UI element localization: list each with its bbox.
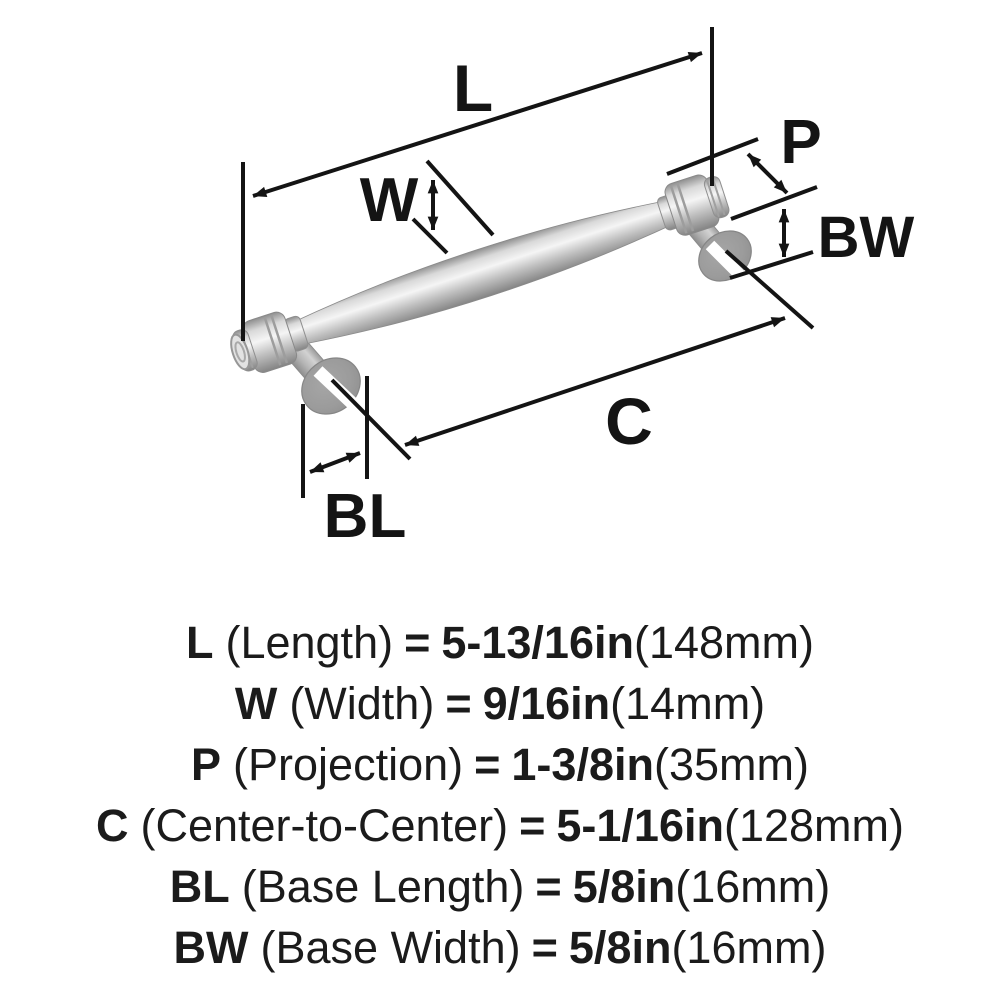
- legend-value: 9/16in: [482, 678, 611, 729]
- legend-equals: =: [474, 739, 501, 790]
- label-C: C: [605, 384, 653, 458]
- legend-equals: =: [404, 617, 431, 668]
- legend-code: W: [234, 678, 278, 729]
- legend-name: (Center-to-Center): [140, 800, 509, 851]
- tick-W-lower: [411, 217, 449, 255]
- legend-equals: =: [531, 922, 558, 973]
- right-base-notch: [705, 240, 747, 282]
- left-cap-grooves: [263, 315, 289, 366]
- legend-code: P: [191, 739, 222, 790]
- legend-row-base-width: BW(Base Width)=5/8in(16mm): [174, 917, 827, 978]
- tick-C-right: [724, 249, 815, 330]
- legend-row-length: L(Length)=5-13/16in(148mm): [186, 612, 814, 673]
- legend-row-base-length: BL(Base Length)=5/8in(16mm): [170, 856, 831, 917]
- dimension-legend: L(Length)=5-13/16in(148mm) W(Width)=9/16…: [0, 612, 1000, 978]
- tick-BW-lower: [729, 250, 814, 280]
- legend-name: (Base Length): [241, 861, 525, 912]
- tick-P-lower: [730, 185, 818, 221]
- legend-code: L: [185, 617, 214, 668]
- handle-bar-group: [230, 174, 730, 373]
- legend-metric: (35mm): [653, 739, 809, 790]
- spindle-bar: [294, 200, 676, 345]
- dimension-lines: [241, 27, 818, 498]
- legend-metric: (14mm): [610, 678, 766, 729]
- legend-code: C: [95, 800, 129, 851]
- label-P: P: [780, 108, 821, 177]
- dim-line-L: [252, 51, 703, 198]
- dim-arrow-BL: [309, 451, 361, 474]
- left-base-notch: [313, 366, 357, 408]
- legend-name: (Projection): [233, 739, 464, 790]
- legend-code: BW: [173, 922, 249, 973]
- label-BL: BL: [324, 482, 407, 551]
- tick-W-upper: [425, 159, 495, 237]
- legend-value: 5-1/16in: [556, 800, 724, 851]
- legend-metric: (16mm): [671, 922, 827, 973]
- right-knob-grooves: [705, 177, 726, 218]
- dim-line-C: [404, 316, 786, 447]
- tick-C-left: [330, 378, 412, 461]
- pull-handle-illustration: [230, 174, 752, 415]
- dimension-labels: L W P BW C BL: [324, 51, 915, 551]
- tick-P-upper: [666, 137, 759, 176]
- left-end-face-ring: [234, 341, 246, 363]
- legend-value: 5-13/16in: [441, 617, 634, 668]
- legend-row-projection: P(Projection)=1-3/8in(35mm): [191, 734, 809, 795]
- legend-metric: (148mm): [633, 617, 815, 668]
- legend-row-width: W(Width)=9/16in(14mm): [235, 673, 765, 734]
- handle-dimension-drawing: L W P BW C BL: [230, 27, 915, 551]
- legend-equals: =: [519, 800, 546, 851]
- legend-value: 1-3/8in: [511, 739, 654, 790]
- legend-value: 5/8in: [568, 922, 672, 973]
- legend-name: (Base Width): [260, 922, 521, 973]
- legend-metric: (128mm): [723, 800, 904, 851]
- legend-name: (Width): [289, 678, 435, 729]
- label-W: W: [360, 166, 419, 235]
- legend-code: BL: [169, 861, 230, 912]
- label-L: L: [453, 51, 493, 125]
- legend-value: 5/8in: [572, 861, 676, 912]
- legend-row-center-to-center: C(Center-to-Center)=5-1/16in(128mm): [96, 795, 904, 856]
- legend-name: (Length): [225, 617, 394, 668]
- legend-equals: =: [535, 861, 562, 912]
- legend-metric: (16mm): [675, 861, 831, 912]
- legend-equals: =: [445, 678, 472, 729]
- dim-arrow-P: [746, 152, 789, 195]
- label-BW: BW: [818, 205, 915, 270]
